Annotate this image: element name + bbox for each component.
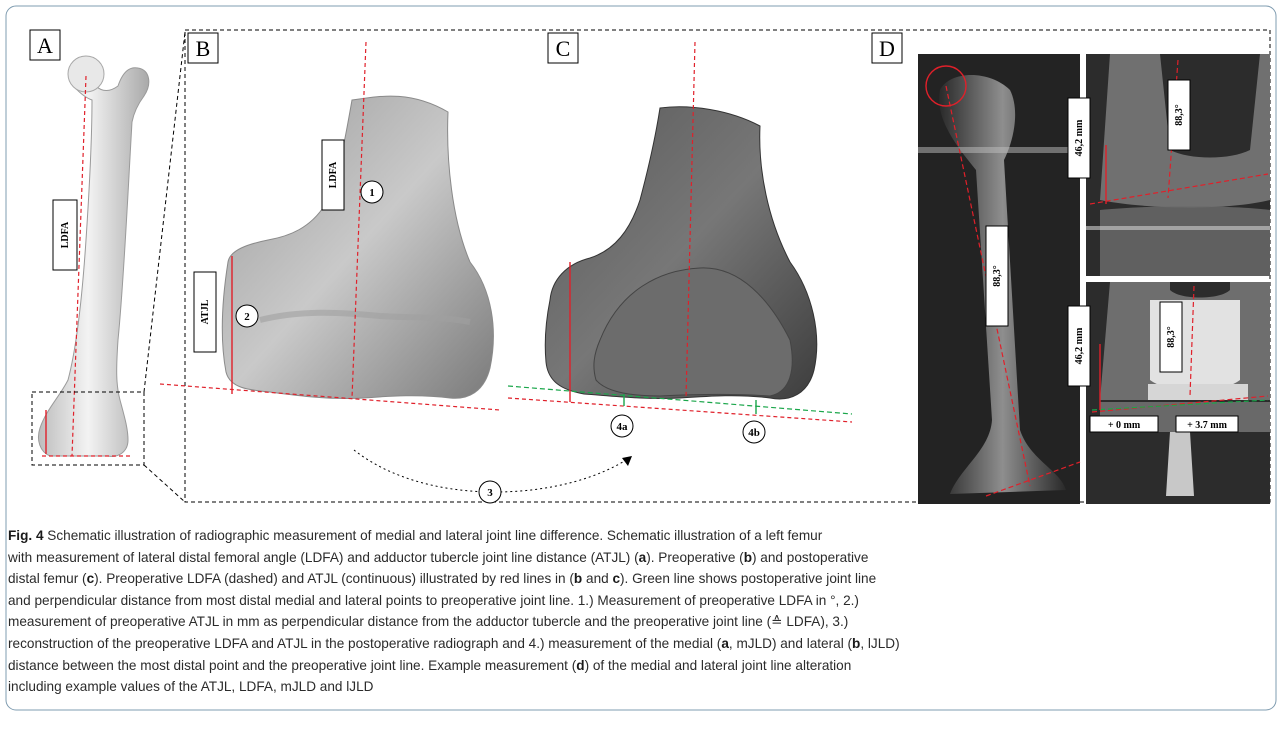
mjld-value: + 0 mm [1108, 420, 1141, 431]
panel-d: D 88,3° 46,2 mm 88,3° 46,2 mm [872, 33, 1270, 504]
step-1-marker: 1 [369, 187, 375, 199]
figure-label: Fig. 4 [8, 528, 44, 543]
postop-angle-label: 88,3° [1166, 326, 1177, 348]
panel-a-ldfa-label: LDFA [60, 221, 71, 248]
step-3-marker: 3 [487, 487, 493, 499]
panel-b-atjl-label: ATJL [200, 299, 211, 324]
step-4a-marker: 4a [617, 421, 629, 433]
step-4b-marker: 4b [748, 427, 760, 439]
panel-d-label: D [879, 36, 895, 61]
figure-caption: Fig. 4 Schematic illustration of radiogr… [8, 525, 1276, 698]
preop-distance-label: 46,2 mm [1074, 119, 1085, 156]
postop-distance-label: 46,2 mm [1074, 327, 1085, 364]
panel-c: C 4a 4b [508, 33, 852, 443]
panel-c-label: C [556, 36, 571, 61]
panel-b-label: B [196, 36, 211, 61]
panel-b: B LDFA ATJL 1 2 [160, 33, 500, 410]
longleg-angle-label: 88,3° [992, 265, 1003, 287]
panel-a-label: A [37, 33, 53, 58]
preop-angle-label: 88,3° [1174, 104, 1185, 126]
ljld-value: + 3.7 mm [1187, 420, 1228, 431]
panel-a: A LDFA [30, 30, 149, 465]
step-2-marker: 2 [244, 311, 250, 323]
panel-b-ldfa-label: LDFA [328, 161, 339, 188]
